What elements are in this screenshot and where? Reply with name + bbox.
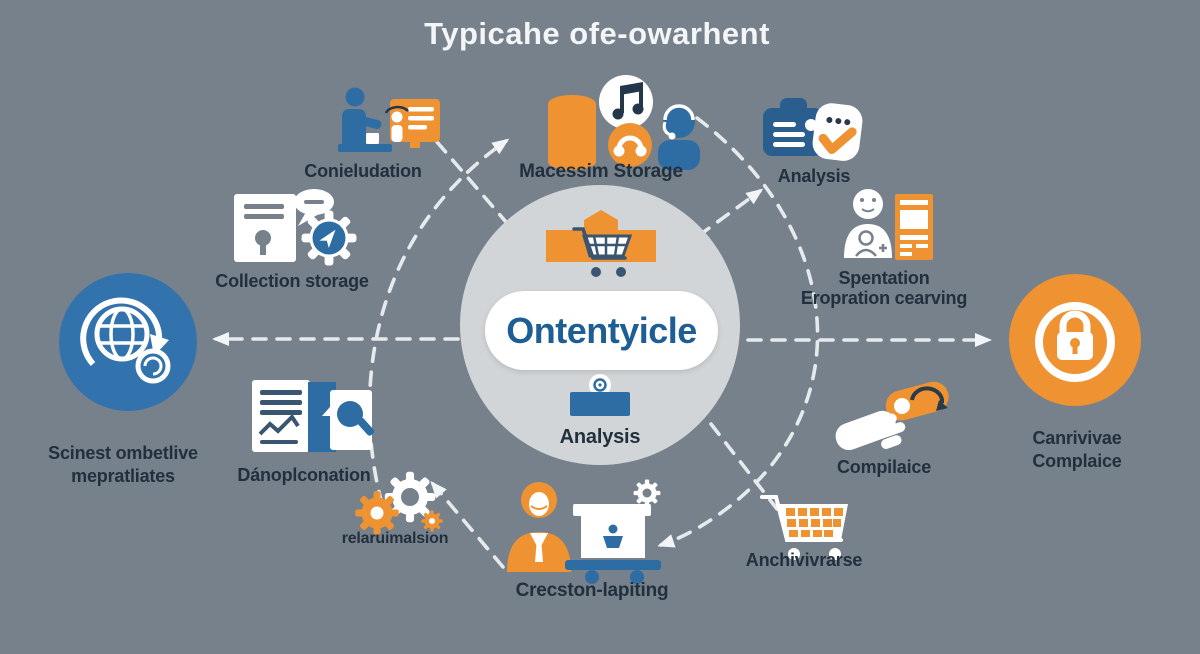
gears-icon (355, 471, 443, 535)
node-label-analysis-top: Analysis (777, 166, 851, 186)
globe-sync-icon (59, 273, 197, 411)
privacy-line1: Canrivivae (1032, 428, 1122, 448)
connector-to-gears-arrow (430, 480, 505, 569)
node-label-danoplconation: Dánoplconation (237, 465, 371, 485)
globe-line1: Scinest ombetlive (48, 443, 198, 463)
shopping-cart-icon (760, 495, 848, 560)
lock-circle-icon (1009, 274, 1141, 406)
node-label-compilace: Compilaice (836, 457, 932, 477)
node-label-crecston: Crecston-lapiting (515, 580, 669, 601)
database-music-headset-icon (548, 75, 700, 170)
page-title: Typicahe ofe-owarhent (424, 16, 770, 51)
spentation-line2: Eropration cearving (800, 288, 968, 308)
person-presentation-icon (338, 87, 440, 152)
document-magnifier-icon (252, 380, 375, 452)
spentation-line1: Spentation (838, 268, 930, 288)
document-gear-chat-icon (234, 189, 357, 266)
node-label-anchivivrarse: Anchivivrarse (745, 550, 863, 570)
person-phone-icon (844, 189, 933, 260)
connector-cross-bottomright (709, 422, 779, 511)
shopping-cart-banner-icon (546, 210, 656, 277)
connector-right-arc-to-podium-arrow (657, 116, 820, 548)
center-sub-label: Analysis (559, 426, 641, 448)
presenter-podium-icon (507, 479, 661, 584)
privacy-line2: Complaice (1032, 451, 1122, 471)
handshake-icon (835, 381, 949, 451)
folder-checkmark-icon (763, 98, 863, 161)
node-label-collection-storage: Collection storage (215, 271, 369, 291)
node-label-spentation: Spentation Eropration cearving (801, 268, 967, 308)
connector-up-to-storage-arrow (367, 138, 510, 529)
node-label-globe: Scinest ombetlive mepratliates (48, 442, 198, 488)
camera-bar-icon (570, 374, 630, 416)
node-label-macessim-storage: Macessim Storage (519, 161, 683, 182)
globe-line2: mepratliates (71, 466, 175, 486)
center-label-pill: Ontentyicle (485, 291, 718, 370)
node-label-privacy: Canrivivae Complaice (1032, 427, 1121, 473)
connector-to-analysis-arrow (677, 188, 764, 252)
node-label-relaruimalsion: relaruimalsion (341, 530, 449, 547)
node-label-conieludation: Conieludation (304, 161, 422, 181)
